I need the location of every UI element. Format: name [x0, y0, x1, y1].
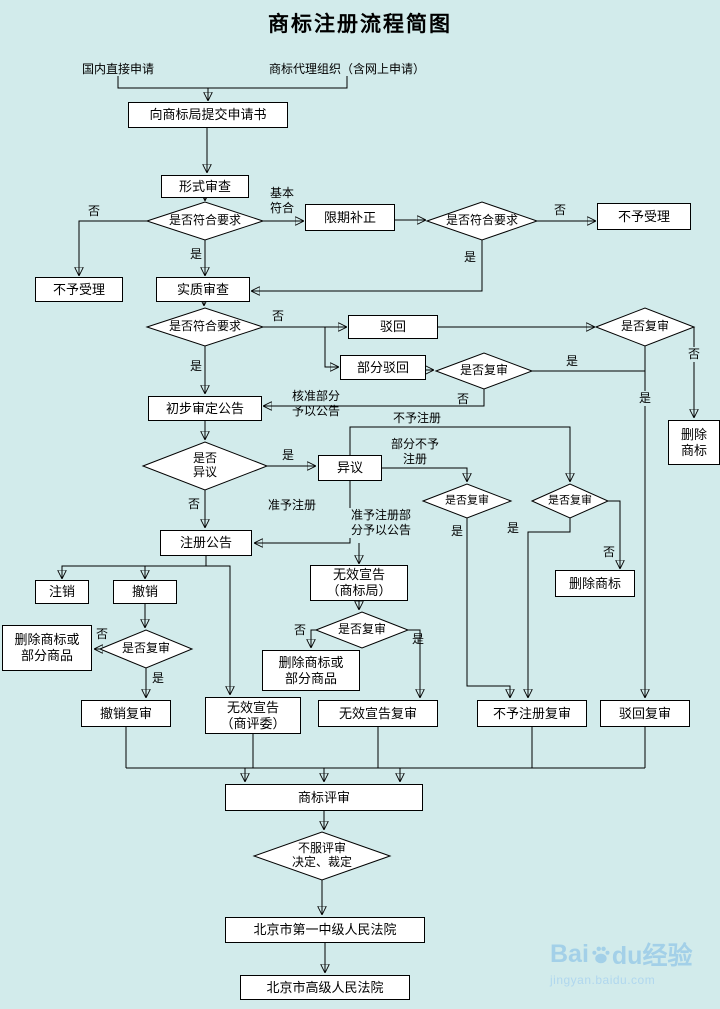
edge-label-yes-9: 是 — [412, 632, 425, 646]
node-substantive-exam: 实质审查 — [156, 277, 250, 302]
decision-label-review-5: 是否复审 — [121, 641, 171, 656]
edge-label-grant-partial: 准予注册部 分予以公告 — [344, 508, 418, 538]
node-court-high: 北京市高级人民法院 — [240, 975, 410, 1000]
node-registration-announcement: 注册公告 — [160, 530, 252, 556]
page-title: 商标注册流程简图 — [268, 12, 452, 36]
decision-label-meet-req-3: 是否符合要求 — [168, 319, 242, 334]
source-agency-label: 商标代理组织（含网上申请） — [268, 62, 425, 76]
watermark: Bai du经验 jingyan.baidu.com — [550, 936, 716, 988]
node-not-accepted-left: 不予受理 — [35, 277, 123, 302]
node-rejection: 驳回 — [348, 315, 438, 339]
node-correction: 限期补正 — [305, 204, 395, 231]
node-formal-exam: 形式审查 — [161, 175, 249, 198]
edge-label-basic-conform: 基本 符合 — [269, 186, 294, 215]
node-not-accepted-right: 不予受理 — [597, 203, 691, 230]
decision-revocation-review — [98, 629, 194, 669]
edge-label-yes-7: 是 — [451, 524, 464, 538]
node-preliminary-announcement: 初步审定公告 — [148, 396, 262, 421]
edge-label-grant-register: 准予注册 — [267, 498, 316, 512]
decision-label-opposition: 是否 异议 — [192, 451, 218, 479]
edge-label-no-8: 否 — [294, 623, 307, 637]
node-delete-tm-right: 删除 商标 — [668, 420, 720, 465]
node-nonreg-review: 不予注册复审 — [477, 700, 587, 727]
decision-label-dissatisfied: 不服评审 决定、裁定 — [291, 841, 353, 869]
decision-opposition — [141, 441, 269, 491]
edge-label-no-3: 否 — [272, 309, 285, 323]
node-partial-rejection: 部分驳回 — [340, 355, 426, 380]
decision-label-review-2: 是否复审 — [620, 319, 670, 334]
decision-invalidation-review — [314, 611, 410, 649]
baidu-paw-icon — [592, 946, 610, 963]
node-invalidation-board: 无效宣告 （商评委） — [205, 697, 301, 734]
watermark-site: jingyan.baidu.com — [550, 973, 656, 987]
edge-label-no-6: 否 — [188, 497, 201, 511]
node-court-intermediate: 北京市第一中级人民法院 — [225, 917, 425, 943]
edge-label-yes-5: 是 — [638, 391, 653, 406]
edge-label-yes-8: 是 — [507, 521, 520, 535]
watermark-brand-suffix: du经验 — [611, 942, 693, 970]
edge-label-not-register: 不予注册 — [392, 411, 441, 425]
decision-label-review-4: 是否复审 — [548, 494, 592, 507]
edge-label-yes-10: 是 — [152, 671, 165, 685]
edge-label-no-7: 否 — [603, 545, 616, 559]
node-revocation-review: 撤销复审 — [81, 700, 171, 727]
decision-shapes — [98, 201, 696, 881]
edge-label-no-4: 否 — [457, 392, 470, 406]
decision-partial-rejection-review — [434, 352, 534, 390]
edge-label-yes-2: 是 — [464, 250, 477, 264]
decision-correction-meet-req — [425, 201, 539, 241]
node-submit-application: 向商标局提交申请书 — [128, 102, 288, 128]
edge-label-yes-4: 是 — [566, 354, 579, 368]
node-delete-tm-or-goods-mid: 删除商标或 部分商品 — [262, 650, 360, 691]
node-revocation: 撤销 — [113, 580, 177, 604]
node-delete-tm-or-goods-left: 删除商标或 部分商品 — [2, 625, 92, 671]
decision-formal-meet-req — [145, 201, 265, 241]
decision-rejection-review — [594, 307, 696, 347]
node-cancellation: 注销 — [35, 580, 89, 604]
node-opposition: 异议 — [318, 455, 382, 481]
source-domestic-label: 国内直接申请 — [81, 62, 154, 76]
connector-lines — [117, 76, 646, 769]
edge-label-approved-part: 核准部分 予以公告 — [291, 389, 340, 418]
decision-label-review-6: 是否复审 — [337, 622, 387, 637]
watermark-brand: Bai du经验 — [550, 936, 716, 972]
watermark-brand-prefix: Bai — [550, 939, 589, 968]
edge-label-no-5: 否 — [687, 347, 702, 362]
decision-label-meet-req-2: 是否符合要求 — [445, 213, 519, 228]
edge-label-no-9: 否 — [96, 627, 109, 641]
edge-label-no-1: 否 — [88, 204, 101, 218]
edge-label-yes-6: 是 — [282, 448, 295, 462]
edge-label-yes-1: 是 — [190, 247, 203, 261]
node-rejection-review: 驳回复审 — [600, 700, 690, 727]
edge-label-no-2: 否 — [554, 203, 567, 217]
decision-label-review-1: 是否复审 — [459, 363, 509, 378]
decision-dissatisfied — [252, 831, 392, 881]
arrow-lines — [62, 88, 694, 972]
node-tm-review: 商标评审 — [225, 784, 423, 811]
node-invalidation-office: 无效宣告 （商标局） — [310, 565, 408, 601]
node-delete-tm-mid: 删除商标 — [555, 570, 635, 597]
node-invalidation-review: 无效宣告复审 — [318, 700, 438, 727]
decision-label-review-3: 是否复审 — [445, 494, 489, 507]
edge-label-yes-3: 是 — [190, 359, 203, 373]
decision-label-meet-req-1: 是否符合要求 — [168, 213, 242, 228]
decision-substantive-meet-req — [145, 307, 265, 347]
edge-label-partial-not-register: 部分不予 注册 — [390, 437, 439, 466]
decision-partial-nonreg-review — [421, 483, 513, 519]
decision-nonreg-review — [530, 483, 610, 519]
